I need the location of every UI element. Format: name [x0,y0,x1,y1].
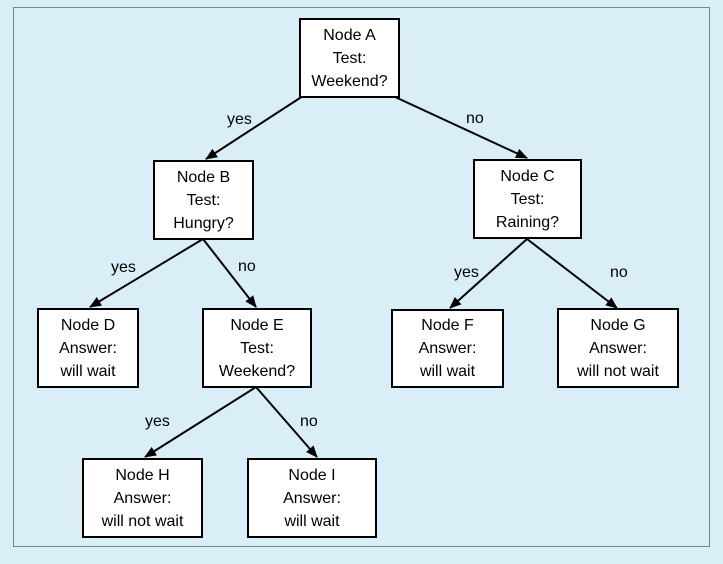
edge-label-c-g: no [610,264,628,281]
edge-a-c [392,95,528,159]
node-c: Node C Test: Raining? [473,159,582,239]
node-b: Node B Test: Hungry? [153,160,254,240]
node-b-line-1: Node B [176,168,231,186]
node-f-line-1: Node F [421,317,474,334]
node-d-line-2: Answer: [59,339,117,357]
node-e-line-1: Node E [230,316,284,334]
node-e-line-3: Weekend? [218,362,296,380]
node-g-line-1: Node G [590,316,646,334]
node-e-line-2: Test: [240,339,274,357]
node-b-line-3: Hungry? [173,214,234,232]
node-a-line-1: Node A [323,26,376,44]
edge-a-b [205,95,304,160]
node-f: Node F Answer: will wait [391,309,504,388]
edge-label-e-i: no [300,413,318,430]
edge-label-c-f: yes [454,264,479,281]
edge-label-e-h: yes [145,413,170,430]
node-e: Node E Test: Weekend? [202,308,312,388]
node-a-line-2: Test: [332,49,367,67]
node-h-line-1: Node H [115,466,170,484]
node-i: Node I Answer: will wait [247,458,377,538]
node-h-line-3: will not wait [101,512,184,530]
node-g-line-3: will not wait [577,362,659,380]
edge-label-b-e: no [238,258,256,275]
node-i-line-1: Node I [288,466,336,484]
edge-label-a-c: no [466,110,484,127]
edge-label-b-d: yes [111,259,136,276]
node-g: Node G Answer: will not wait [557,308,679,388]
node-c-line-1: Node C [500,167,555,185]
edge-label-a-b: yes [227,111,252,128]
node-h-line-2: Answer: [113,489,172,507]
node-g-line-2: Answer: [589,339,647,357]
node-d: Node D Answer: will wait [37,308,139,388]
node-i-line-2: Answer: [283,489,341,507]
node-c-line-2: Test: [510,190,545,208]
node-a: Node A Test: Weekend? [299,18,400,98]
edge-e-h [144,386,257,458]
node-f-line-3: will wait [419,363,476,380]
node-h: Node H Answer: will not wait [82,458,203,538]
node-a-line-3: Weekend? [311,72,388,90]
edge-e-i [255,386,318,458]
node-d-line-3: will wait [60,362,116,380]
edge-c-g [526,238,618,309]
edge-c-f [449,238,528,309]
node-b-line-2: Test: [186,191,221,209]
node-d-line-1: Node D [60,316,116,334]
node-c-line-3: Raining? [495,213,560,231]
node-i-line-3: will wait [284,512,340,530]
edge-b-e [202,238,257,308]
diagram-frame [13,7,710,547]
node-f-line-2: Answer: [418,340,477,357]
edge-b-d [89,238,204,308]
